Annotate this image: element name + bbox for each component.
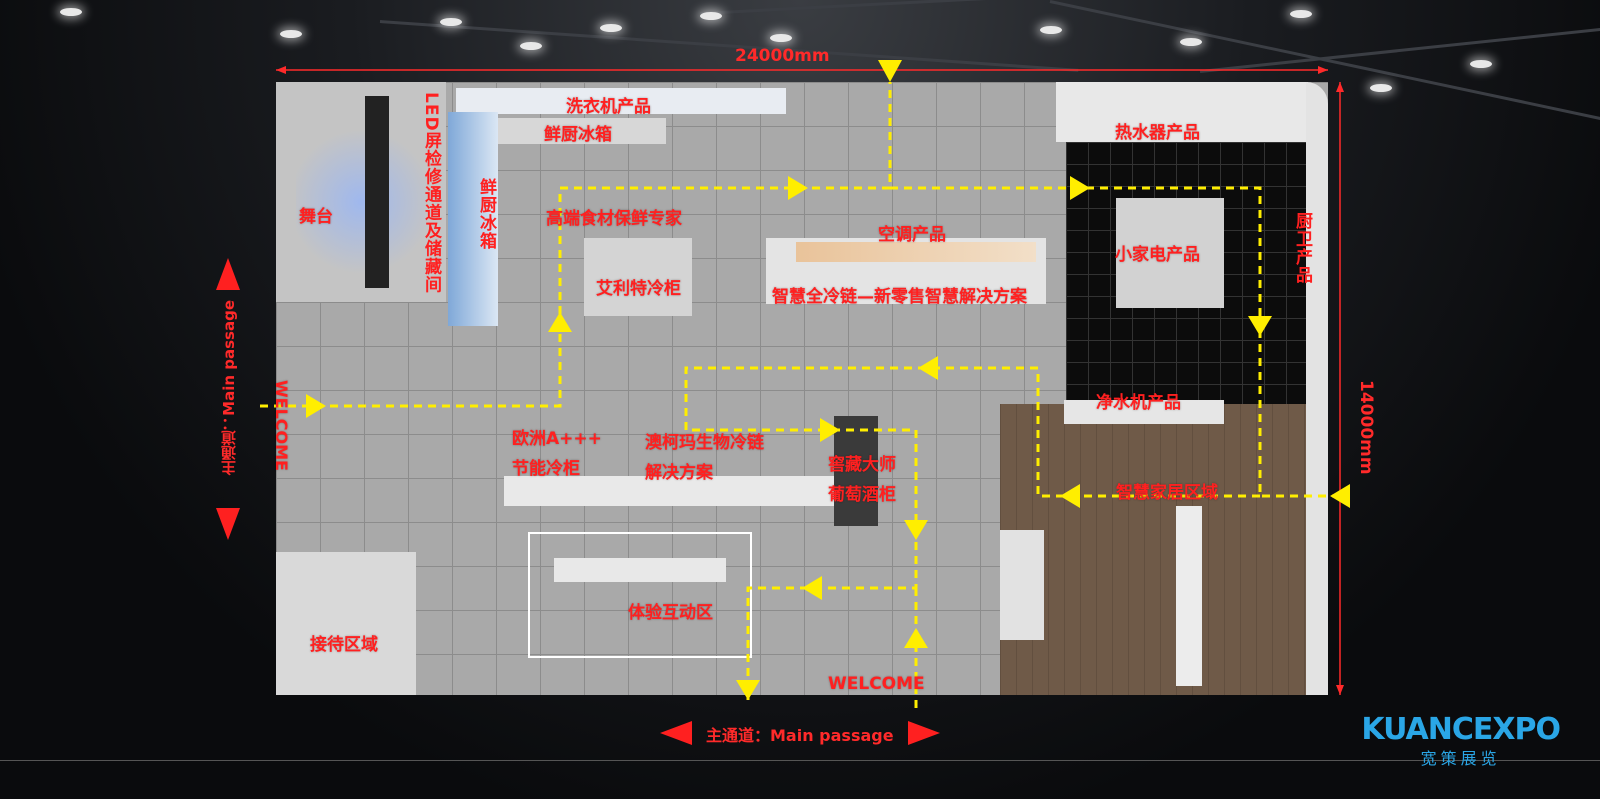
smart-home-zone (1000, 404, 1328, 695)
welcome-bottom: WELCOME (828, 674, 925, 694)
aucma-label-2: 解决方案 (645, 463, 713, 483)
width-dimension (276, 66, 1328, 74)
wine-cabinet (834, 416, 878, 526)
fridge-counter (486, 118, 666, 144)
booth-floor (276, 82, 1328, 695)
height-label: 14000mm (1356, 380, 1376, 475)
ceiling-light (60, 8, 82, 16)
kitchen-label: 厨卫产品 (1292, 212, 1312, 284)
horizon-line (0, 760, 1600, 761)
heater-counter (1056, 82, 1308, 142)
small-appliance-stand (1116, 198, 1224, 308)
stage-spotlight (296, 122, 426, 282)
width-label: 24000mm (735, 46, 830, 66)
heater-label: 热水器产品 (1115, 123, 1200, 143)
ceiling-light (1040, 26, 1062, 34)
experience-frame (528, 532, 752, 658)
stage-label: 舞台 (299, 207, 333, 227)
led-label: LED屏检修通道及储藏间 (421, 92, 441, 294)
led-screen (365, 96, 389, 288)
water-purifier-label: 净水机产品 (1096, 393, 1181, 413)
ceiling-light (1370, 84, 1392, 92)
bed (1176, 506, 1202, 686)
wine-label-1: 窖藏大师 (828, 455, 896, 475)
bottom-passage-label: 主通道：Main passage (706, 726, 894, 745)
water-purifier-counter (1064, 400, 1224, 424)
welcome-left: WELCOME (272, 380, 291, 471)
smart-home-label: 智慧家居区域 (1116, 483, 1218, 503)
aircon-label: 空调产品 (878, 225, 946, 245)
washer-label: 洗衣机产品 (566, 97, 651, 117)
logo-sub-text: 宽策展览 (1420, 749, 1501, 768)
bottom-passage-arrows (660, 721, 940, 745)
sofa (1000, 530, 1044, 640)
aucma-label-1: 澳柯玛生物冷链 (645, 433, 764, 453)
ceiling-light (700, 12, 722, 20)
aircon-band (796, 242, 1036, 262)
left-passage-arrows (216, 258, 240, 540)
experience-table (554, 558, 726, 582)
ceiling-light (600, 24, 622, 32)
ceiling-light (1180, 38, 1202, 46)
logo-main-text: KUANCEXPO (1361, 712, 1561, 747)
reception-label: 接待区域 (310, 635, 378, 655)
ceiling-light (1290, 10, 1312, 18)
fridge-side-label: 鲜厨冰箱 (476, 178, 496, 250)
left-passage-label: 主通道：Main passage (220, 300, 238, 476)
wenli-label: 艾利特冷柜 (596, 279, 681, 299)
freezer-display (584, 238, 692, 316)
ceiling-light (770, 34, 792, 42)
ceiling-light (440, 18, 462, 26)
reception-desk (276, 552, 416, 695)
fridge-top-label: 鲜厨冰箱 (544, 125, 612, 145)
kuancexpo-logo: KUANCEXPO 宽策展览 (1361, 712, 1561, 769)
route-arrows (306, 60, 1350, 700)
ceiling-light (280, 30, 302, 38)
europe-label-1: 欧洲A+++ (512, 429, 602, 449)
wine-label-2: 葡萄酒柜 (828, 485, 896, 505)
height-dimension (1336, 82, 1344, 695)
ceiling-light (520, 42, 542, 50)
fridge-side-wall (448, 112, 498, 326)
small-appliance-label: 小家电产品 (1115, 245, 1200, 265)
coldchain-label: 智慧全冷链—新零售智慧解决方案 (772, 287, 1027, 307)
experience-label: 体验互动区 (628, 603, 713, 623)
europe-label-2: 节能冷柜 (512, 459, 580, 479)
ceiling-light (1470, 60, 1492, 68)
europe-counter (504, 476, 844, 506)
washer-display (456, 88, 786, 114)
fresh-label: 高端食材保鲜专家 (546, 209, 682, 229)
right-wall (1306, 82, 1328, 695)
